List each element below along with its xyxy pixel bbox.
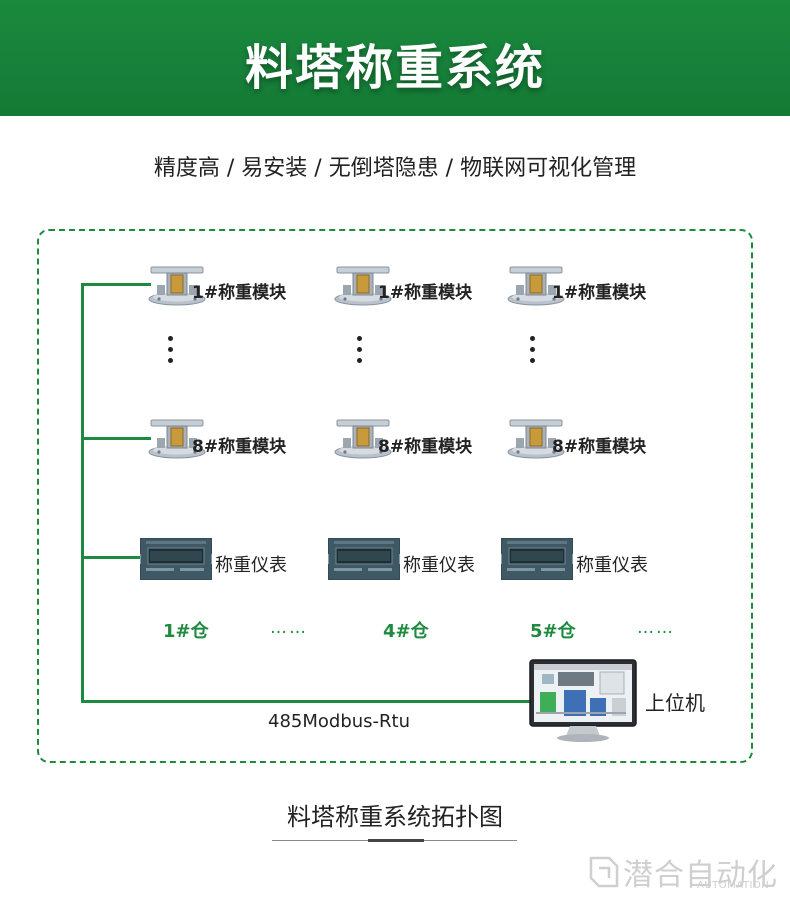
- brand-logo: 潜合自动化 AUTOMATION: [585, 848, 785, 898]
- bus-line-vertical: [81, 283, 84, 703]
- vertical-ellipsis: [530, 336, 536, 369]
- weighing-meter-icon: [140, 538, 212, 580]
- bin-label: 1#仓: [163, 621, 209, 642]
- meter-label: 称重仪表: [403, 555, 475, 576]
- bus-line-module-8: [81, 437, 151, 440]
- module-label: 8#称重模块: [552, 437, 647, 457]
- weighing-meter-icon: [328, 538, 400, 580]
- meter-label: 称重仪表: [215, 555, 287, 576]
- caption-underline-accent: [368, 839, 424, 842]
- computer-monitor-icon: [529, 659, 637, 742]
- brand-name-cn: 潜合自动化: [623, 858, 778, 893]
- module-label: 1#称重模块: [192, 283, 287, 303]
- page-title: 料塔称重系统: [244, 40, 545, 96]
- module-label: 1#称重模块: [378, 283, 473, 303]
- brand-logo-icon: [589, 856, 619, 888]
- bin-ellipsis: ……: [270, 618, 308, 638]
- brand-name-en: AUTOMATION: [697, 880, 770, 891]
- weighing-meter-icon: [501, 538, 573, 580]
- protocol-label: 485Modbus-Rtu: [268, 711, 411, 732]
- host-computer-label: 上位机: [645, 691, 705, 715]
- vertical-ellipsis: [357, 336, 363, 369]
- module-label: 1#称重模块: [552, 283, 647, 303]
- diagram-caption: 料塔称重系统拓扑图: [287, 803, 503, 831]
- module-label: 8#称重模块: [378, 437, 473, 457]
- header-banner: 料塔称重系统: [0, 0, 790, 116]
- bin-label: 4#仓: [383, 621, 429, 642]
- module-label: 8#称重模块: [192, 437, 287, 457]
- bus-line-host: [81, 700, 531, 703]
- topology-frame: [37, 229, 753, 763]
- bin-ellipsis: ……: [637, 618, 675, 638]
- vertical-ellipsis: [168, 336, 174, 369]
- bus-line-module-1: [81, 283, 151, 286]
- feature-subtitle: 精度高 / 易安装 / 无倒塔隐患 / 物联网可视化管理: [153, 156, 637, 181]
- bus-line-meter: [81, 556, 141, 559]
- bin-label: 5#仓: [530, 621, 576, 642]
- meter-label: 称重仪表: [576, 555, 648, 576]
